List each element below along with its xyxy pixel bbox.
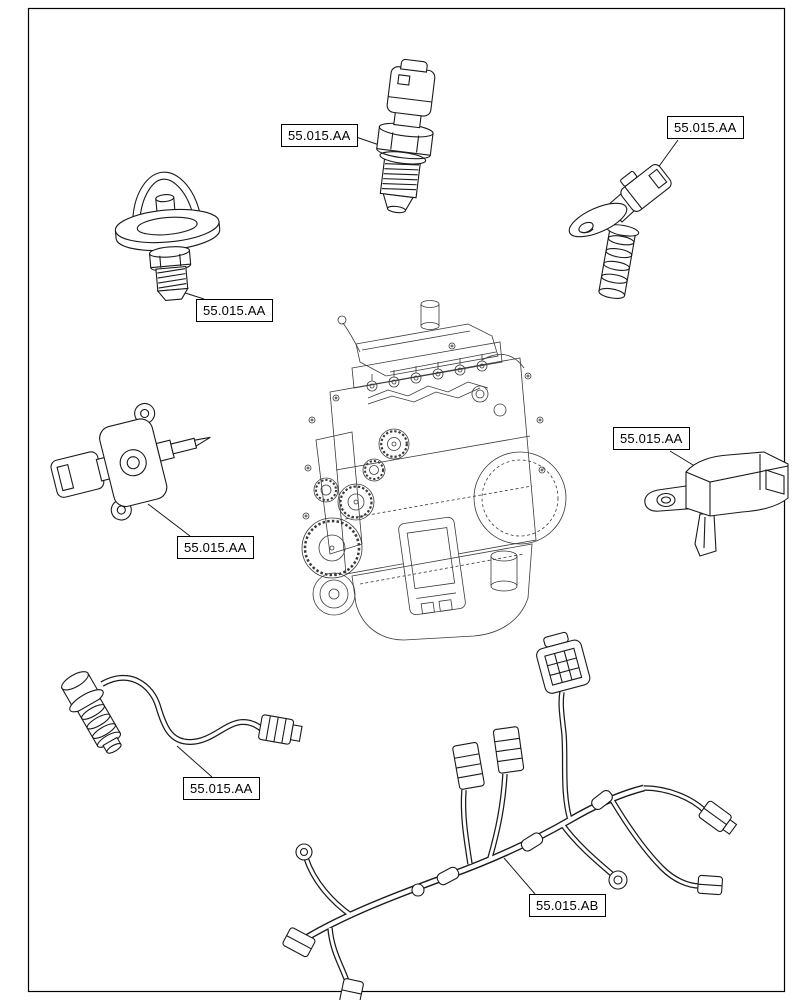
- callout-label: 55.015.AA: [203, 303, 266, 318]
- callout-crank-sensor[interactable]: 55.015.AA: [183, 777, 260, 800]
- leader-line: [503, 857, 536, 895]
- wiring-harness-illustration: [282, 631, 738, 1000]
- callout-label: 55.015.AA: [190, 781, 253, 796]
- callout-label: 55.015.AA: [620, 431, 683, 446]
- callout-label: 55.015.AA: [288, 128, 351, 143]
- callout-map-sensor[interactable]: 55.015.AA: [613, 427, 690, 450]
- callout-label: 55.015.AA: [674, 120, 737, 135]
- callout-harness[interactable]: 55.015.AB: [529, 894, 606, 917]
- pressure-switch-illustration: [376, 58, 436, 214]
- thermostat-illustration: [114, 171, 221, 302]
- callout-pressure-switch[interactable]: 55.015.AA: [281, 124, 358, 147]
- map-sensor-illustration: [644, 451, 789, 557]
- temperature-sensor-illustration: [50, 402, 211, 521]
- callout-thermostat[interactable]: 55.015.AA: [196, 299, 273, 322]
- leader-line: [176, 745, 213, 778]
- engine-illustration: [301, 300, 567, 641]
- callout-speed-sensor[interactable]: 55.015.AA: [667, 116, 744, 139]
- leader-line: [147, 503, 191, 537]
- callout-temp-sensor[interactable]: 55.015.AA: [177, 536, 254, 559]
- callout-label: 55.015.AB: [536, 898, 599, 913]
- callout-label: 55.015.AA: [184, 540, 247, 555]
- crank-sensor-illustration: [61, 671, 303, 754]
- speed-sensor-illustration: [568, 164, 672, 299]
